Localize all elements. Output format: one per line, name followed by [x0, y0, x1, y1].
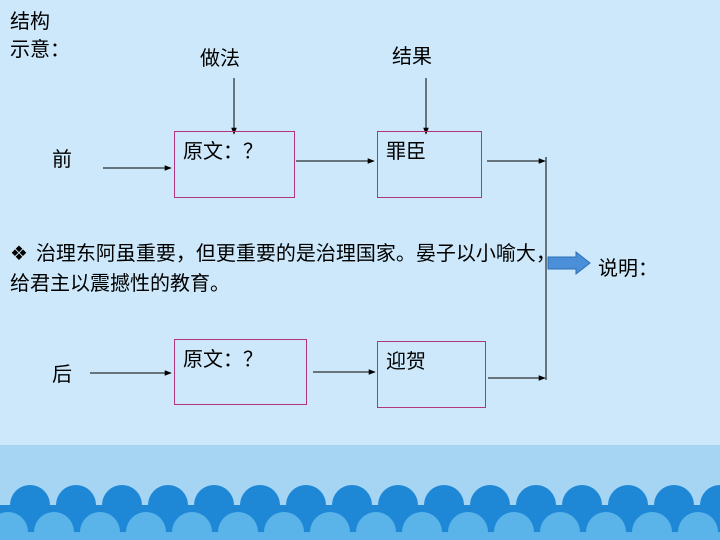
- note-paragraph: ❖治理东阿虽重要，但更重要的是治理国家。晏子以小喻大，给君主以震撼性的教育。: [10, 238, 558, 298]
- row-after-label: 后: [52, 362, 72, 386]
- explain-block-arrow: [547, 250, 591, 276]
- wave-fill: [0, 532, 720, 540]
- before-result-box: 罪臣: [377, 131, 482, 198]
- before-original-box: 原文：？: [174, 131, 295, 198]
- after-result-text: 迎贺: [386, 349, 426, 373]
- row-before-label: 前: [52, 147, 72, 171]
- explain-label: 说明：: [598, 256, 658, 280]
- diamond-bullet-icon: ❖: [10, 241, 28, 265]
- after-original-box: 原文：？: [174, 339, 307, 405]
- heading-line2: 示意：: [10, 37, 70, 61]
- note-text: 治理东阿虽重要，但更重要的是治理国家。晏子以小喻大，给君主以震撼性的教育。: [10, 241, 556, 295]
- after-original-text: 原文：？: [183, 347, 263, 371]
- before-original-text: 原文：？: [183, 139, 263, 163]
- after-result-box: 迎贺: [377, 341, 486, 408]
- column-result-label: 结果: [392, 44, 432, 68]
- heading-line1: 结构: [10, 9, 50, 33]
- before-result-text: 罪臣: [386, 139, 426, 163]
- column-method-label: 做法: [200, 46, 240, 70]
